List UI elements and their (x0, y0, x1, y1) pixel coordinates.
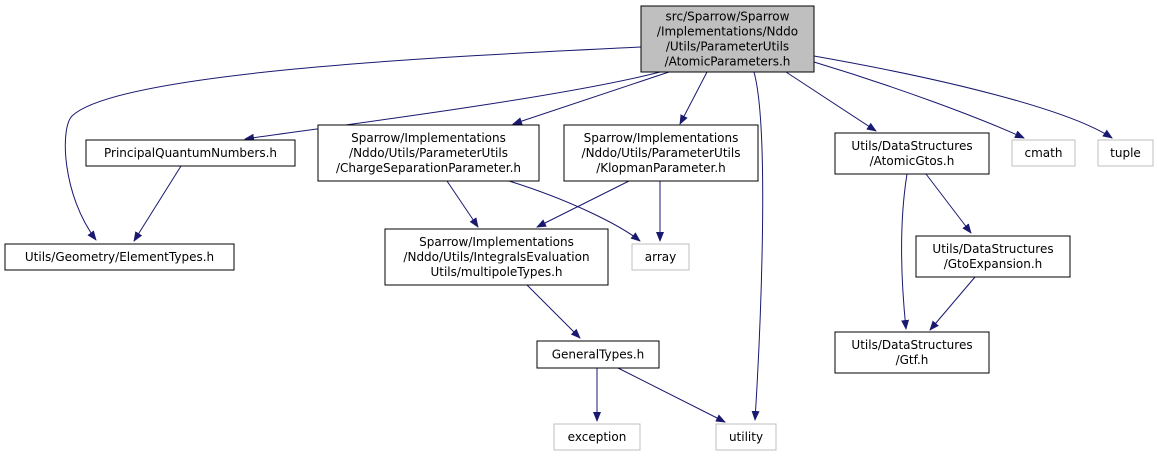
node-klop[interactable]: Sparrow/Implementations/Nddo/Utils/Param… (563, 124, 759, 182)
edge-root-to-agtos (785, 71, 877, 132)
node-label-root-line-1: /Implementations/Nddo (657, 25, 798, 39)
node-util[interactable]: utility (715, 423, 777, 451)
node-pqn[interactable]: PrincipalQuantumNumbers.h (85, 139, 296, 167)
node-array[interactable]: array (631, 243, 690, 271)
node-box-gen (536, 340, 660, 369)
node-root[interactable]: src/Sparrow/Sparrow/Implementations/Nddo… (640, 5, 815, 73)
node-label-klop-line-0: Sparrow/Implementations (584, 131, 739, 145)
node-label-root-line-0: src/Sparrow/Sparrow (666, 10, 790, 24)
node-gtoexp[interactable]: Utils/DataStructures/GtoExpansion.h (915, 235, 1071, 278)
node-label-mpt-line-0: Sparrow/Implementations (419, 235, 574, 249)
node-label-array-line-0: array (645, 250, 676, 264)
node-label-mpt-line-1: /Nddo/Utils/IntegralsEvaluation (403, 250, 589, 264)
node-box-pqn (85, 139, 296, 167)
edge-pqn-to-elem (133, 165, 182, 242)
node-label-klop-line-1: /Nddo/Utils/ParameterUtils (582, 146, 741, 160)
node-elem[interactable]: Utils/Geometry/ElementTypes.h (4, 243, 235, 271)
node-label-gtf-line-0: Utils/DataStructures (851, 338, 972, 352)
node-tuple[interactable]: tuple (1097, 139, 1154, 167)
node-label-gen-line-0: GeneralTypes.h (552, 348, 645, 362)
node-box-cmath (1011, 139, 1076, 167)
node-label-tuple-line-0: tuple (1110, 146, 1141, 160)
node-label-exc-line-0: exception (568, 430, 627, 444)
node-label-pqn-line-0: PrincipalQuantumNumbers.h (104, 146, 277, 160)
node-box-csp (317, 124, 540, 182)
node-label-csp-line-0: Sparrow/Implementations (351, 131, 506, 145)
edge-root-to-util (751, 71, 764, 421)
edge-gtoexp-to-gtf (929, 276, 976, 331)
node-box-array (631, 243, 690, 271)
node-gen[interactable]: GeneralTypes.h (536, 340, 660, 369)
node-agtos[interactable]: Utils/DataStructures/AtomicGtos.h (834, 132, 990, 175)
node-box-elem (4, 243, 235, 271)
node-box-gtoexp (915, 235, 1071, 278)
edge-root-to-elem (64, 46, 642, 241)
node-label-csp-line-1: /Nddo/Utils/ParameterUtils (349, 146, 508, 160)
node-label-root-line-2: /Utils/ParameterUtils (666, 40, 789, 54)
node-box-agtos (834, 132, 990, 175)
edge-klop-to-mpt (536, 180, 630, 228)
node-label-gtf-line-1: /Gtf.h (896, 353, 929, 367)
edges-layer (64, 46, 1113, 423)
node-exc[interactable]: exception (553, 423, 641, 451)
edge-root-to-csp (512, 71, 670, 125)
node-csp[interactable]: Sparrow/Implementations/Nddo/Utils/Param… (317, 124, 540, 182)
node-box-mpt (384, 228, 609, 286)
edge-root-to-cmath (813, 61, 1025, 139)
node-gtf[interactable]: Utils/DataStructures/Gtf.h (834, 331, 990, 374)
node-label-gtoexp-line-1: /GtoExpansion.h (944, 257, 1043, 271)
node-label-csp-line-2: /ChargeSeparationParameter.h (336, 161, 521, 175)
node-label-klop-line-2: /KlopmanParameter.h (596, 161, 726, 175)
nodes-layer: src/Sparrow/Sparrow/Implementations/Nddo… (4, 5, 1154, 451)
node-box-util (715, 423, 777, 451)
node-box-exc (553, 423, 641, 451)
edge-mpt-to-gen (526, 284, 581, 339)
node-box-gtf (834, 331, 990, 374)
node-mpt[interactable]: Sparrow/Implementations/Nddo/Utils/Integ… (384, 228, 609, 286)
node-label-agtos-line-1: /AtomicGtos.h (870, 154, 955, 168)
node-label-util-line-0: utility (729, 430, 763, 444)
edge-agtos-to-gtoexp (925, 173, 972, 234)
edge-gen-to-util (617, 367, 726, 423)
node-label-cmath-line-0: cmath (1025, 146, 1063, 160)
edge-root-to-klop (679, 71, 708, 125)
node-label-elem-line-0: Utils/Geometry/ElementTypes.h (25, 250, 214, 264)
node-label-agtos-line-0: Utils/DataStructures (851, 139, 972, 153)
edge-agtos-to-gtf (901, 173, 910, 330)
node-box-tuple (1097, 139, 1154, 167)
edge-csp-to-array (508, 180, 641, 242)
node-label-root-line-3: /AtomicParameters.h (665, 55, 791, 69)
node-cmath[interactable]: cmath (1011, 139, 1076, 167)
edge-csp-to-mpt (446, 180, 479, 228)
node-label-gtoexp-line-0: Utils/DataStructures (932, 242, 1053, 256)
edge-root-to-tuple (813, 55, 1113, 139)
node-box-klop (563, 124, 759, 182)
edge-root-to-pqn (244, 71, 661, 142)
node-label-mpt-line-2: Utils/multipoleTypes.h (430, 265, 562, 279)
node-box-root (640, 5, 815, 73)
